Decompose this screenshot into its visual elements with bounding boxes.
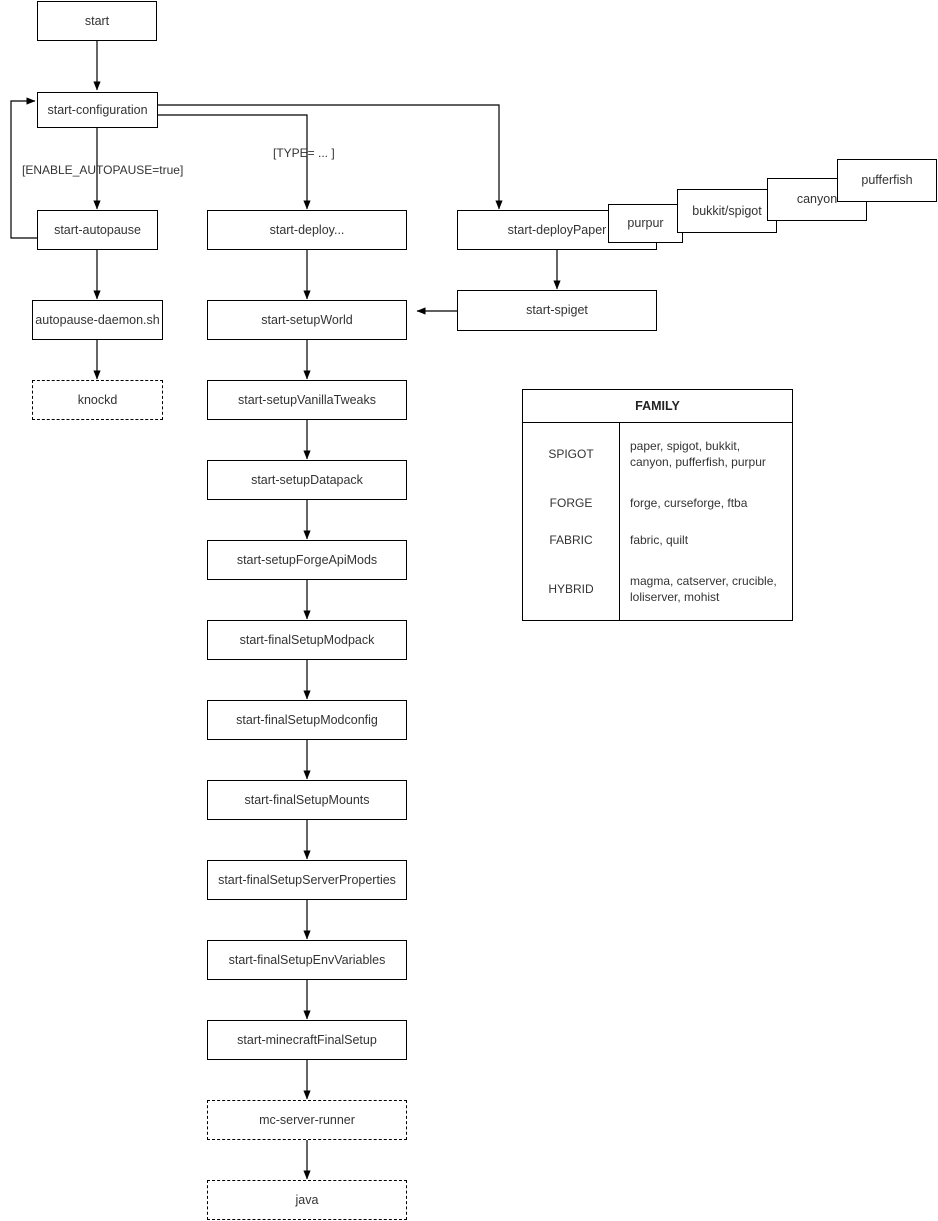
family-legend-row: FABRIC fabric, quilt [523,521,792,559]
node-start-minecraft-final-setup[interactable]: start-minecraftFinalSetup [207,1020,407,1060]
family-name: FABRIC [523,521,620,559]
node-bukkit-spigot[interactable]: bukkit/spigot [677,189,777,233]
node-start-setup-datapack[interactable]: start-setupDatapack [207,460,407,500]
family-values: fabric, quilt [630,532,689,547]
family-name: FORGE [523,484,620,522]
node-autopause-daemon[interactable]: autopause-daemon.sh [32,300,163,340]
family-legend-row: FORGE forge, curseforge, ftba [523,484,792,522]
node-start-final-setup-env-variables[interactable]: start-finalSetupEnvVariables [207,940,407,980]
node-start-setup-forge-api-mods[interactable]: start-setupForgeApiMods [207,540,407,580]
family-values: paper, spigot, bukkit, canyon, pufferfis… [630,438,766,469]
edge-configuration-to-deploy [158,114,311,210]
node-knockd[interactable]: knockd [32,380,163,420]
family-name: HYBRID [523,558,620,620]
node-start-configuration[interactable]: start-configuration [37,92,158,128]
node-start-setup-vanilla-tweaks[interactable]: start-setupVanillaTweaks [207,380,407,420]
family-legend-title: FAMILY [523,390,792,423]
node-java[interactable]: java [207,1180,407,1220]
node-purpur[interactable]: purpur [608,204,683,243]
family-legend-row: HYBRID magma, catserver, crucible, lolis… [523,558,792,620]
node-start[interactable]: start [37,1,157,41]
node-pufferfish[interactable]: pufferfish [837,159,937,202]
node-mc-server-runner[interactable]: mc-server-runner [207,1100,407,1140]
node-start-final-setup-mounts[interactable]: start-finalSetupMounts [207,780,407,820]
node-start-setup-world[interactable]: start-setupWorld [207,300,407,340]
family-values: forge, curseforge, ftba [630,496,748,511]
node-start-final-setup-modpack[interactable]: start-finalSetupModpack [207,620,407,660]
node-start-deploy[interactable]: start-deploy... [207,210,407,250]
node-start-final-setup-server-properties[interactable]: start-finalSetupServerProperties [207,860,407,900]
family-legend: FAMILY SPIGOT paper, spigot, bukkit, can… [522,389,793,621]
node-start-autopause[interactable]: start-autopause [37,210,158,250]
family-name: SPIGOT [523,422,620,485]
node-start-spiget[interactable]: start-spiget [457,290,657,331]
family-values: magma, catserver, crucible, loliserver, … [630,574,777,605]
edge-label-enable-autopause: [ENABLE_AUTOPAUSE=true] [22,163,184,177]
edge-label-type: [TYPE= ... ] [273,146,335,160]
node-start-final-setup-modconfig[interactable]: start-finalSetupModconfig [207,700,407,740]
family-legend-row: SPIGOT paper, spigot, bukkit, canyon, pu… [523,422,792,485]
